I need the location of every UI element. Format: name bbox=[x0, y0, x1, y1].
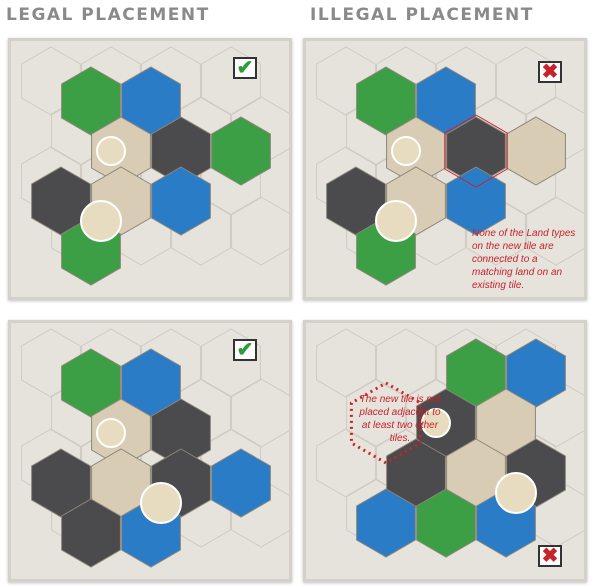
hex-tile bbox=[416, 66, 476, 136]
tile-map bbox=[21, 328, 289, 568]
hex-tile bbox=[376, 328, 436, 398]
building-token bbox=[391, 136, 421, 166]
hex-tile bbox=[346, 378, 406, 448]
hex-tile bbox=[444, 114, 508, 188]
hex-tile bbox=[446, 166, 506, 236]
illegal-example-2: ✖ The new tile is not placed adjacent to… bbox=[303, 320, 587, 582]
building-token bbox=[495, 472, 537, 514]
hex-tile bbox=[201, 328, 261, 398]
hex-tile bbox=[316, 328, 376, 398]
hex-tile bbox=[326, 166, 386, 236]
building-token bbox=[96, 136, 126, 166]
hex-tile bbox=[201, 46, 261, 116]
building-token bbox=[375, 200, 417, 242]
hex-tile bbox=[211, 116, 271, 186]
hex-tile bbox=[151, 166, 211, 236]
hex-tile bbox=[91, 448, 151, 518]
hex-tile bbox=[316, 46, 376, 116]
hex-tile bbox=[21, 328, 81, 398]
hex-tile bbox=[349, 381, 423, 465]
hex-tile bbox=[356, 488, 416, 558]
hex-tile bbox=[506, 338, 566, 408]
hex-tile bbox=[446, 438, 506, 508]
hex-tile bbox=[316, 428, 376, 498]
building-token bbox=[421, 408, 451, 438]
hex-tile bbox=[31, 166, 91, 236]
hex-tile bbox=[386, 438, 446, 508]
hex-tile bbox=[416, 488, 476, 558]
tile-map bbox=[316, 46, 584, 286]
legal-placement-heading: LEGAL PLACEMENT bbox=[6, 5, 210, 25]
cross-icon: ✖ bbox=[538, 61, 562, 83]
hex-tile bbox=[356, 66, 416, 136]
hex-tile bbox=[506, 116, 566, 186]
hex-tile bbox=[476, 388, 536, 458]
checkmark-icon: ✔ bbox=[233, 57, 257, 79]
legal-example-2: ✔ bbox=[8, 320, 292, 582]
legal-example-1: ✔ bbox=[8, 38, 292, 300]
checkmark-icon: ✔ bbox=[233, 339, 257, 361]
tile-map bbox=[21, 46, 289, 286]
cross-icon: ✖ bbox=[538, 545, 562, 567]
hex-tile bbox=[61, 348, 121, 418]
hex-tile bbox=[231, 196, 289, 266]
tile-map bbox=[316, 328, 584, 558]
hex-tile bbox=[31, 448, 91, 518]
hex-tile bbox=[61, 498, 121, 568]
hex-tile bbox=[121, 66, 181, 136]
building-token bbox=[140, 482, 182, 524]
hex-tile bbox=[446, 338, 506, 408]
rule-note: None of the Land types on the new tile a… bbox=[472, 228, 576, 291]
rule-note: The new tile is not placed adjacent to a… bbox=[359, 394, 441, 444]
illegal-placement-heading: ILLEGAL PLACEMENT bbox=[310, 5, 534, 25]
illegal-example-1: ✖ None of the Land types on the new tile… bbox=[303, 38, 587, 300]
building-token bbox=[96, 418, 126, 448]
hex-tile bbox=[21, 46, 81, 116]
hex-tile bbox=[121, 348, 181, 418]
building-token bbox=[80, 200, 122, 242]
hex-tile bbox=[61, 66, 121, 136]
hex-tile bbox=[231, 378, 289, 448]
hex-tile bbox=[211, 448, 271, 518]
hex-tile bbox=[526, 196, 584, 266]
